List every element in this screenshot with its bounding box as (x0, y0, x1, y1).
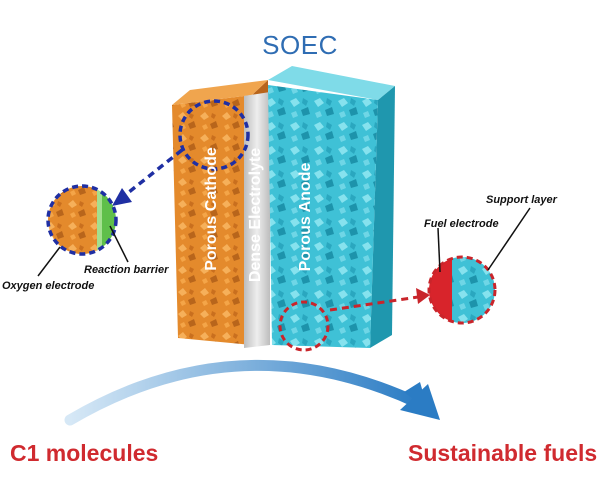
fuel-electrode-zoom (427, 255, 497, 325)
red-arrowhead (416, 288, 430, 304)
fuel-electrode-leader (437, 227, 441, 273)
oxygen-electrode-label: Oxygen electrode (2, 280, 95, 292)
anode-label: Porous Anode (297, 162, 314, 272)
output-label: Sustainable fuels (408, 440, 598, 466)
oxygen-electrode-zoom (46, 184, 118, 256)
reaction-barrier-leader (109, 225, 129, 263)
support-layer-leader (487, 207, 531, 271)
flow-arrow-curve (64, 359, 424, 426)
red-dashed-arrow (329, 295, 419, 312)
input-label: C1 molecules (10, 440, 159, 466)
fuel-electrode-label: Fuel electrode (424, 218, 499, 230)
flow-arrowhead-tip (400, 384, 440, 420)
cathode-zoom-marker (178, 99, 250, 171)
anode-zoom-marker (278, 300, 330, 352)
anode-block (268, 66, 395, 348)
electrolyte-layer (244, 92, 270, 348)
cathode-label: Porous Cathode (203, 147, 220, 271)
support-layer-label: Support layer (486, 194, 557, 206)
electrolyte-label: Dense Electrolyte (247, 147, 264, 283)
blue-arrowhead (112, 188, 132, 206)
blue-dashed-arrow (122, 148, 184, 198)
reaction-barrier-label: Reaction barrier (84, 264, 169, 276)
diagram-title: SOEC (262, 30, 338, 60)
oxygen-electrode-leader (37, 246, 61, 277)
